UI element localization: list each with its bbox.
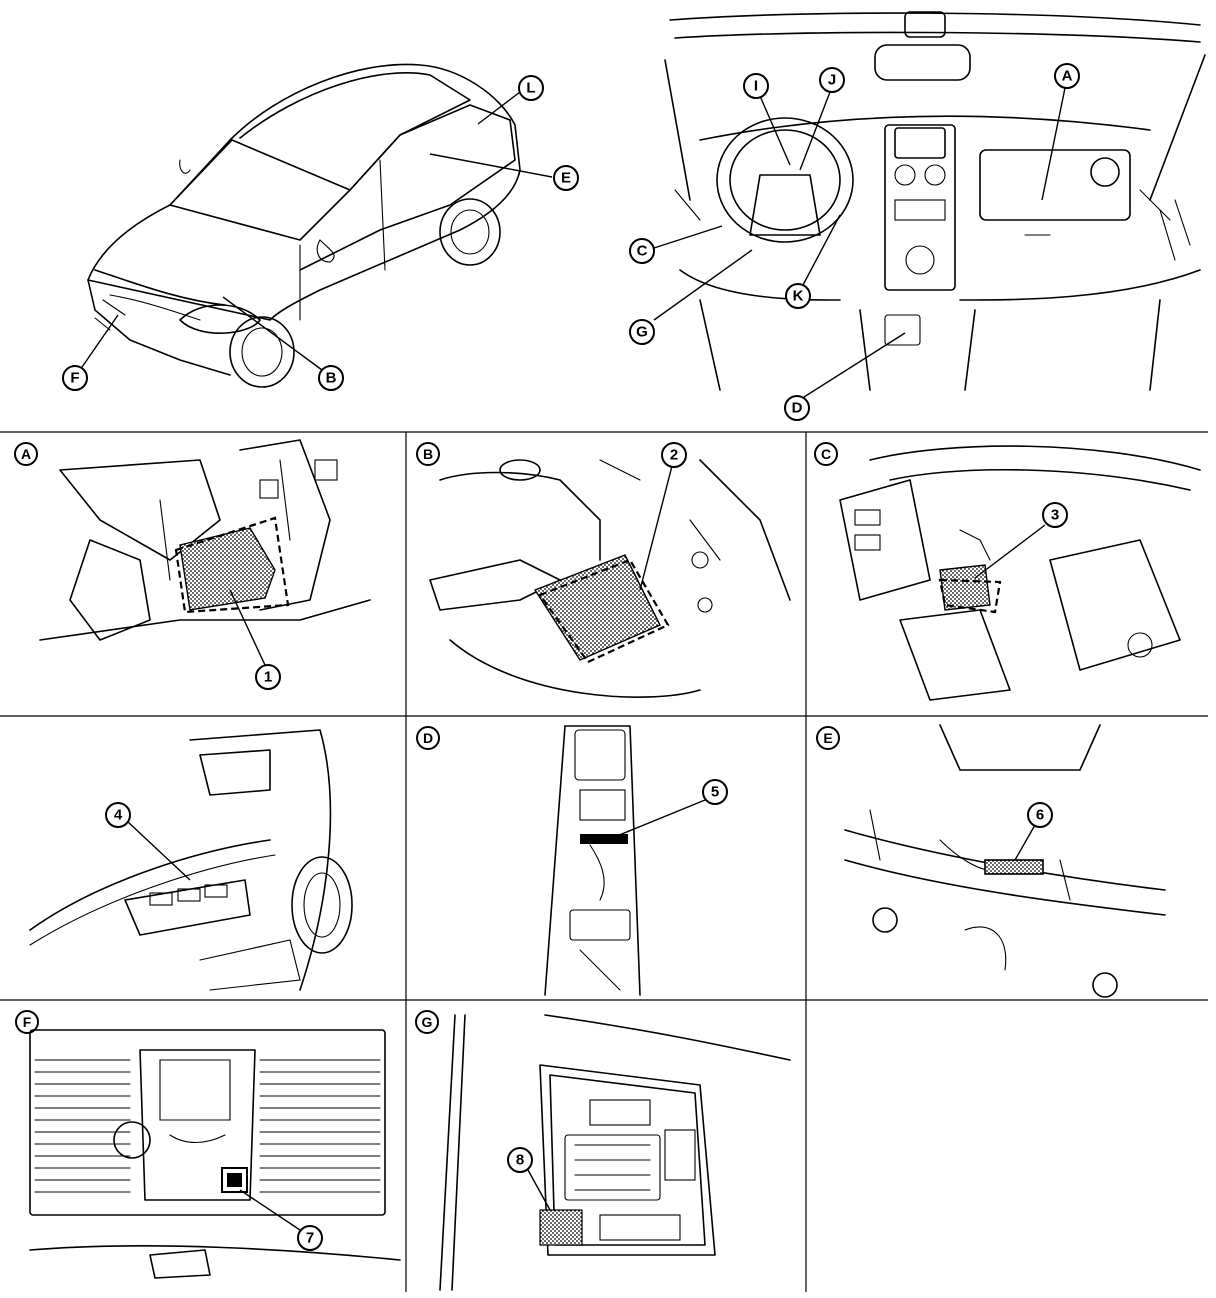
panel-b-label: B <box>416 442 440 466</box>
part-3-label: 3 <box>1042 502 1068 528</box>
radiator-fins <box>34 1059 381 1193</box>
svg-text:7: 7 <box>306 1230 314 1247</box>
car-exterior-illustration <box>87 63 521 388</box>
svg-text:G: G <box>422 1014 433 1030</box>
overview-label-A: A <box>1054 63 1080 89</box>
overview-label-F: F <box>62 365 88 391</box>
part-5-label: 5 <box>702 779 728 805</box>
svg-text:E: E <box>823 730 832 746</box>
panel-grid <box>0 431 1208 1292</box>
svg-text:E: E <box>561 170 571 187</box>
svg-text:3: 3 <box>1051 507 1059 524</box>
svg-text:F: F <box>70 370 79 387</box>
panel-g: G 8 <box>415 1010 791 1291</box>
svg-text:C: C <box>637 243 648 260</box>
overview-label-K: K <box>785 283 811 309</box>
svg-text:A: A <box>1062 68 1073 85</box>
panel-door: 4 <box>29 729 353 991</box>
svg-text:B: B <box>423 446 433 462</box>
part-4-label: 4 <box>105 802 131 828</box>
panel-c-label: C <box>814 442 838 466</box>
overview-label-E: E <box>553 165 579 191</box>
svg-text:C: C <box>821 446 831 462</box>
panel-c: C 3 <box>814 442 1201 701</box>
svg-text:F: F <box>23 1014 32 1030</box>
svg-text:B: B <box>326 370 337 387</box>
svg-text:J: J <box>828 72 836 89</box>
panel-f-label: F <box>15 1010 39 1034</box>
svg-text:8: 8 <box>516 1152 524 1169</box>
part-8-label: 8 <box>507 1147 533 1173</box>
overview-label-I: I <box>743 73 769 99</box>
panel-b: B 2 <box>416 442 791 698</box>
svg-text:A: A <box>21 446 31 462</box>
panel-g-label: G <box>415 1010 439 1034</box>
overview-label-C: C <box>629 238 655 264</box>
overview-label-D: D <box>784 395 810 421</box>
overview-label-L: L <box>518 75 544 101</box>
panel-e-label: E <box>816 726 840 750</box>
svg-text:4: 4 <box>114 807 123 824</box>
panel-d: D 5 <box>416 725 728 996</box>
svg-text:5: 5 <box>711 784 719 801</box>
panel-d-label: D <box>416 726 440 750</box>
svg-text:K: K <box>793 288 804 305</box>
svg-text:6: 6 <box>1036 807 1044 824</box>
panel-a: A 1 <box>14 439 371 690</box>
svg-text:2: 2 <box>670 447 678 464</box>
overview-leader-lines <box>79 87 1066 398</box>
svg-text:L: L <box>526 80 535 97</box>
part-1-label: 1 <box>255 664 281 690</box>
part-7-label: 7 <box>297 1225 323 1251</box>
overview-label-G: G <box>629 319 655 345</box>
svg-text:1: 1 <box>264 669 272 686</box>
panel-f: F 7 <box>15 1010 401 1279</box>
overview-label-J: J <box>819 67 845 93</box>
part-6-label: 6 <box>1027 802 1053 828</box>
svg-text:I: I <box>754 78 758 95</box>
svg-text:G: G <box>636 324 648 341</box>
dashboard-illustration <box>664 11 1206 391</box>
part-2-label: 2 <box>661 442 687 468</box>
svg-text:D: D <box>423 730 433 746</box>
panel-a-label: A <box>14 442 38 466</box>
svg-text:D: D <box>792 400 803 417</box>
panel-e: E 6 <box>816 724 1166 998</box>
overview-label-B: B <box>318 365 344 391</box>
